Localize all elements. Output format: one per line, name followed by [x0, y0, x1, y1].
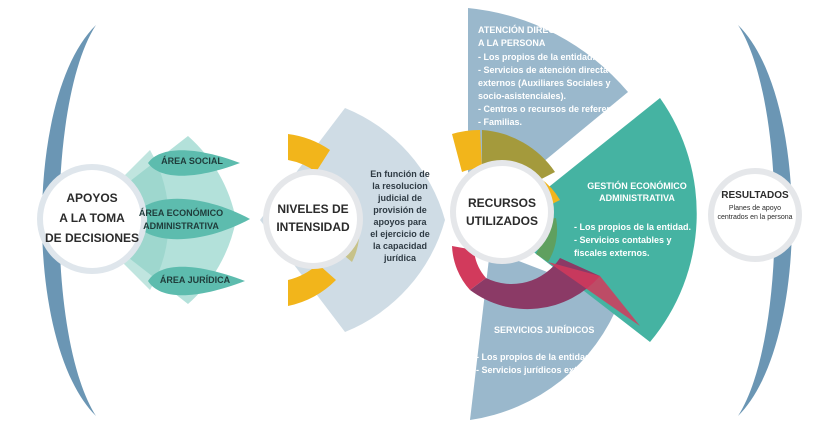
recursos-arc-yellow: [452, 129, 482, 172]
resultados-title: RESULTADOS: [721, 190, 789, 201]
niveles-desc-line: jurídica: [383, 253, 416, 263]
niveles-circle: [263, 169, 363, 269]
niveles-arc-yellow-top: [288, 134, 330, 172]
petal-area-social: [148, 150, 240, 176]
atencion-item: - Centros o recursos de referencia.: [478, 104, 628, 114]
atencion-title: ATENCIÓN DIRECTA A LA PERSONA: [478, 24, 653, 50]
recursos-arc-crimson-tip: [548, 262, 640, 326]
atencion-block: ATENCIÓN DIRECTA A LA PERSONA - Los prop…: [478, 24, 653, 129]
niveles-desc-line: el ejercicio de: [370, 229, 430, 239]
atencion-item: socio-asistenciales).: [478, 91, 567, 101]
gestion-item: - Servicios contables y: [574, 235, 672, 245]
niveles-desc-line: judicial de: [377, 193, 422, 203]
atencion-title-line: A LA PERSONA: [478, 38, 546, 48]
area-economico-label: ÁREA ECONÓMICO ADMINISTRATIVA: [138, 208, 224, 231]
apoyos-title: APOYOS A LA TOMA DE DECISIONES: [38, 188, 146, 248]
gestion-list: - Los propios de la entidad. - Servicios…: [574, 221, 696, 260]
juridicos-title: SERVICIOS JURÍDICOS: [494, 325, 595, 335]
niveles-arc-yellow-bottom: [288, 264, 336, 306]
atencion-item: - Familias.: [478, 117, 523, 127]
apoyos-title-line: DE DECISIONES: [44, 231, 140, 245]
petal-area-economico: [133, 198, 250, 240]
juridicos-item: - Los propios de la entidad.: [476, 352, 594, 362]
right-bracket: [738, 25, 792, 416]
atencion-title-line: ATENCIÓN DIRECTA: [478, 25, 567, 35]
gestion-title: GESTIÓN ECONÓMICO ADMINISTRATIVA: [578, 180, 696, 204]
niveles-title-line: INTENSIDAD: [276, 220, 350, 234]
juridicos-list: - Los propios de la entidad. - Servicios…: [476, 351, 626, 377]
resultados-circle: [708, 168, 802, 262]
gestion-item: - Los propios de la entidad.: [574, 222, 692, 232]
niveles-desc-line: apoyos para: [373, 217, 427, 227]
recursos-arc-green: [536, 218, 558, 262]
apoyos-title-line: APOYOS: [66, 191, 118, 205]
niveles-title: NIVELES DE INTENSIDAD: [263, 200, 363, 236]
juridicos-item: - Servicios jurídicos externos.: [476, 365, 605, 375]
resultados-subtitle-line: centrados en la persona: [717, 214, 793, 221]
gestion-fan: [500, 98, 697, 342]
niveles-title-line: NIVELES DE: [277, 202, 349, 216]
niveles-desc-line: En función de: [370, 169, 430, 179]
gestion-item: fiscales externos.: [574, 248, 650, 258]
niveles-desc-line: la capacidad: [372, 241, 428, 251]
resultados-subtitle: Planes de apoyo centrados en la persona: [712, 204, 798, 222]
recursos-title-line: UTILIZADOS: [466, 214, 538, 228]
left-bracket: [42, 25, 96, 416]
atencion-list: - Los propios de la entidad. - Servicios…: [478, 51, 653, 129]
atencion-item: - Servicios de atención directa: [478, 65, 609, 75]
recursos-title-line: RECURSOS: [467, 196, 536, 210]
area-social-label: ÁREA SOCIAL: [161, 156, 223, 166]
gestion-title-line: ADMINISTRATIVA: [599, 193, 675, 203]
niveles-desc-line: provisión de: [373, 205, 427, 215]
niveles-description: En función de la resolucion judicial de …: [362, 168, 438, 264]
recursos-title: RECURSOS UTILIZADOS: [452, 194, 552, 230]
atencion-item: - Los propios de la entidad.: [478, 52, 596, 62]
recursos-arc-red: [452, 246, 486, 290]
gestion-title-line: GESTIÓN ECONÓMICO: [587, 181, 687, 191]
apoyos-circle: [37, 164, 147, 274]
resultados-subtitle-line: Planes de apoyo: [728, 205, 782, 212]
recursos-circle: [450, 160, 554, 264]
petal-area-juridica: [148, 266, 245, 296]
atencion-item: externos (Auxiliares Sociales y: [478, 78, 611, 88]
niveles-desc-line: la resolucion: [372, 181, 428, 191]
apoyos-title-line: A LA TOMA: [59, 211, 125, 225]
area-juridica-label: ÁREA JURÍDICA: [159, 275, 231, 285]
